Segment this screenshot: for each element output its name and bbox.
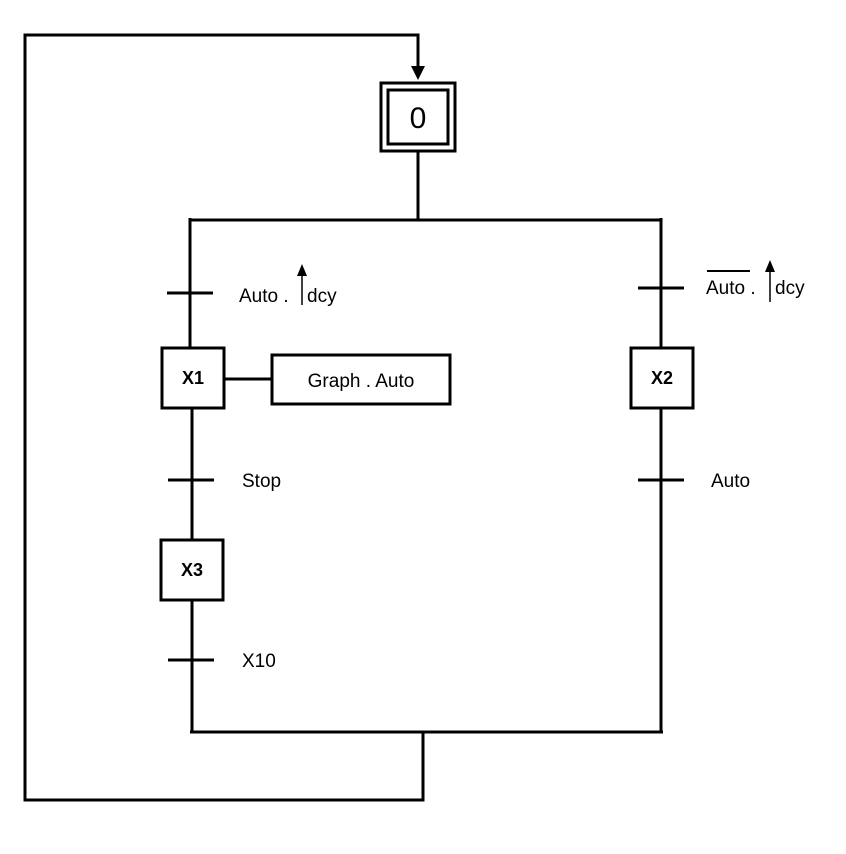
action-x1-box [270, 353, 452, 406]
rising-edge-left-icon [297, 264, 307, 276]
loop-arrowhead [411, 66, 425, 80]
initial-step-label: 0 [410, 102, 427, 135]
transition-left-bottom-label: X10 [242, 651, 276, 672]
loop-return-line [23, 33, 425, 802]
step-x3 [159, 538, 225, 602]
action-x1-label: Graph . Auto [308, 371, 415, 392]
step-x2-label: X2 [651, 368, 673, 388]
transition-right-mid-label: Auto [711, 471, 750, 492]
transition-left-top-label: Auto . [239, 286, 289, 307]
initial-step-inner [386, 88, 450, 146]
transition-left-mid-label: Stop [242, 471, 281, 492]
transition-left-top-suffix: dcy [307, 286, 337, 307]
step-x2 [629, 346, 695, 410]
transition-right-top-label: Auto . [706, 278, 756, 299]
step-x1-label: X1 [182, 368, 204, 388]
rising-edge-right-icon [765, 260, 775, 272]
transition-right-top-suffix: dcy [775, 278, 805, 299]
step-x1 [160, 346, 226, 410]
step-x3-label: X3 [181, 560, 203, 580]
